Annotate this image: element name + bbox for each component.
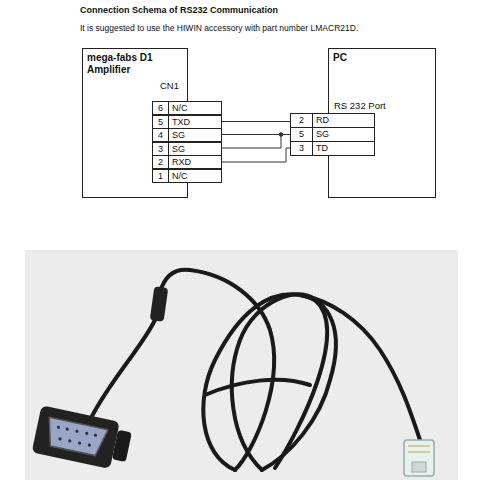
device-name: PC: [329, 49, 435, 67]
pin-number: 5: [152, 115, 169, 129]
pin-number: 2: [152, 155, 169, 169]
signal-name: TD: [312, 141, 375, 156]
device-name: mega-fabs D1 Amplifier: [83, 49, 161, 79]
signal-name: N/C: [168, 169, 222, 183]
rs232-wires: [222, 122, 290, 163]
pin-number: 1: [152, 169, 169, 183]
pin-number: 5: [290, 127, 313, 142]
signal-name: RXD: [168, 155, 222, 169]
note-text: It is suggested to use the HIWIN accesso…: [80, 22, 358, 34]
pin-number: 2: [290, 113, 313, 128]
pin-number: 3: [152, 142, 169, 156]
signal-name: SG: [312, 127, 375, 142]
signal-name: TXD: [168, 115, 222, 129]
signal-name: SG: [168, 128, 222, 142]
cable-photo: [25, 250, 458, 480]
connector-name: CN1: [160, 80, 179, 92]
port-label: RS 232 Port: [334, 100, 386, 112]
signal-name: RD: [312, 113, 375, 128]
signal-name: N/C: [168, 101, 222, 115]
pin-number: 3: [290, 141, 313, 156]
signal-name: SG: [168, 142, 222, 156]
heading: Connection Schema of RS232 Communication: [80, 5, 278, 15]
pin-number: 4: [152, 128, 169, 142]
pin-number: 6: [152, 101, 169, 115]
